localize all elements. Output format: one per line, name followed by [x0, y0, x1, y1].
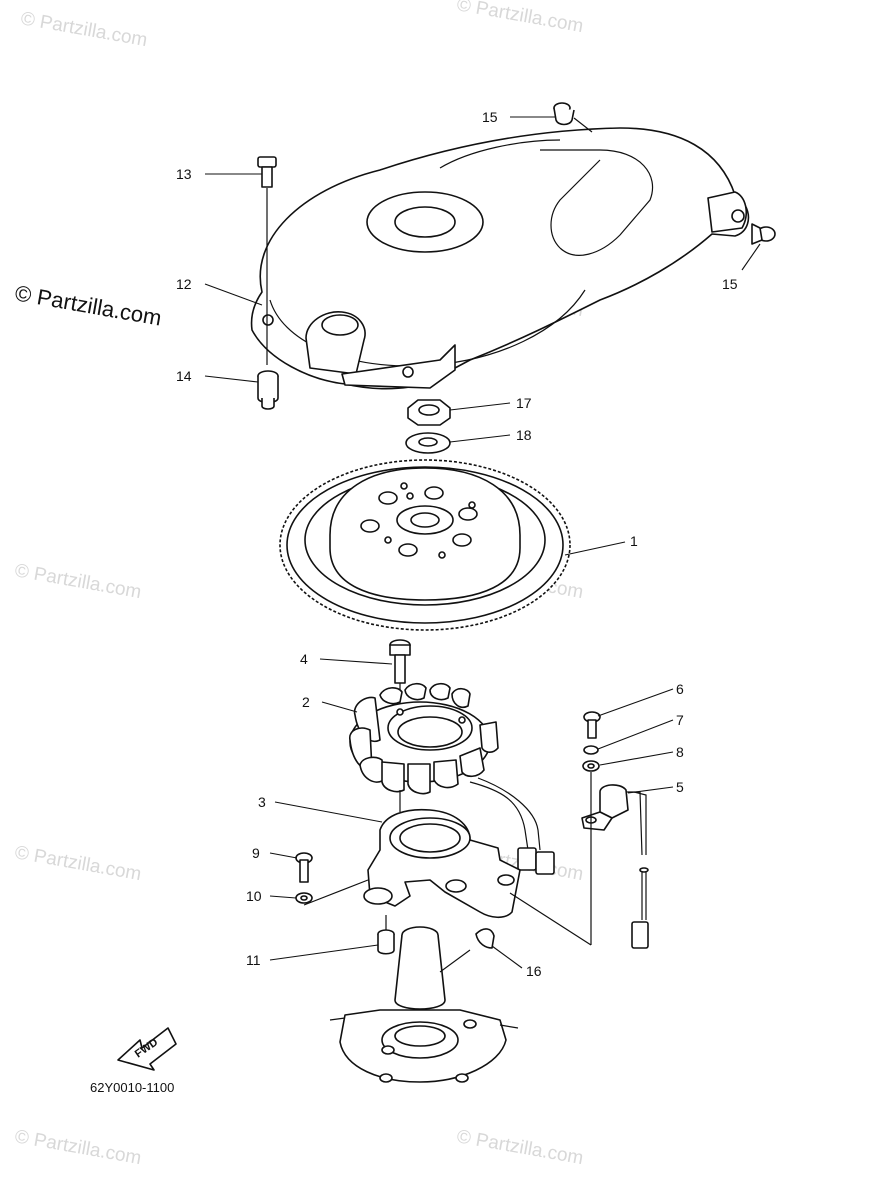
callout-15a: 15 — [482, 109, 498, 125]
part-1-flywheel — [279, 459, 571, 631]
callout-13: 13 — [176, 166, 192, 182]
part-12-flywheel-cover — [250, 127, 750, 390]
watermark-top-left: © Partzilla.com — [19, 8, 149, 51]
watermark-bottom-left: © Partzilla.com — [13, 1126, 143, 1169]
part-10-washer — [295, 892, 313, 904]
callout-2: 2 — [302, 694, 310, 710]
crankshaft-housing — [329, 926, 519, 1083]
diagram-code: 62Y0010-1100 — [90, 1080, 174, 1095]
callout-1: 1 — [630, 533, 638, 549]
callout-17: 17 — [516, 395, 532, 411]
callout-14: 14 — [176, 368, 192, 384]
part-4-bolt — [389, 639, 411, 712]
part-6-screw — [583, 711, 601, 739]
watermark-left-2: © Partzilla.com — [13, 560, 143, 603]
callout-12: 12 — [176, 276, 192, 292]
callout-10: 10 — [246, 888, 262, 904]
callout-8: 8 — [676, 744, 684, 760]
callout-15b: 15 — [722, 276, 738, 292]
callout-4: 4 — [300, 651, 308, 667]
part-16-key — [475, 928, 495, 949]
part-5-pulser-coil — [581, 784, 649, 949]
part-17-nut — [407, 399, 451, 426]
watermark-bottom-right: © Partzilla.com — [455, 1126, 585, 1169]
callout-18: 18 — [516, 427, 532, 443]
part-3-base — [363, 808, 521, 919]
watermark-left-3: © Partzilla.com — [13, 842, 143, 885]
assembly-guide-lines — [303, 772, 592, 946]
callout-7: 7 — [676, 712, 684, 728]
part-8-washer — [582, 760, 600, 772]
callout-numbers: 15 13 12 15 14 17 18 1 4 2 3 6 7 8 5 9 1… — [176, 109, 738, 979]
callout-6: 6 — [676, 681, 684, 697]
callout-3: 3 — [258, 794, 266, 810]
callout-leaders — [204, 116, 761, 973]
part-9-screw — [295, 852, 313, 883]
part-18-washer — [405, 432, 451, 454]
part-7-washer — [583, 745, 599, 755]
part-15a-grommet — [553, 102, 593, 133]
callout-11: 11 — [246, 952, 261, 968]
fwd-arrow: FWD — [117, 1027, 177, 1071]
callout-16: 16 — [526, 963, 542, 979]
watermark-top-right: © Partzilla.com — [455, 0, 585, 37]
callout-9: 9 — [252, 845, 260, 861]
callout-5: 5 — [676, 779, 684, 795]
part-2-stator — [349, 682, 555, 875]
part-13-bolt — [257, 156, 277, 365]
copyright-text: © Partzilla.com — [13, 280, 163, 330]
part-11-collar — [377, 929, 395, 955]
part-15b-grommet — [751, 223, 776, 245]
part-14-grommet — [257, 370, 279, 410]
